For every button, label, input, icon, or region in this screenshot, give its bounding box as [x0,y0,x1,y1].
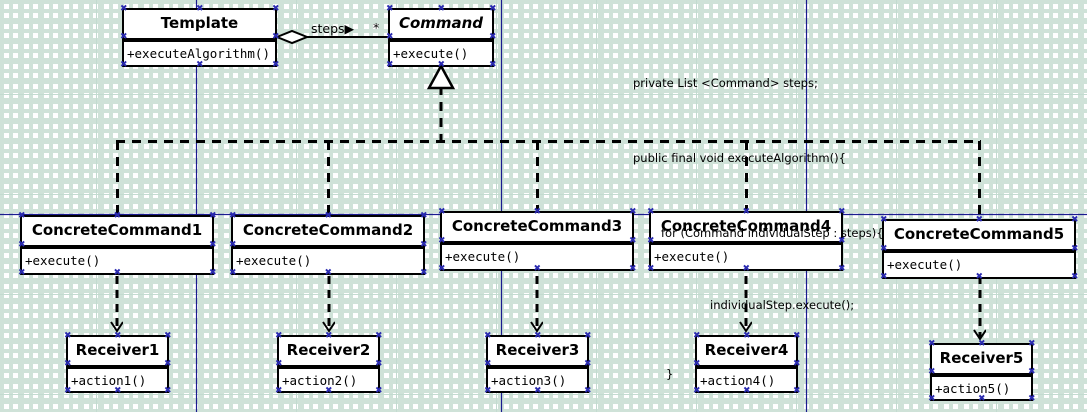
class-name-receiver-1: Receiver1 [75,341,160,359]
class-operation-receiver-5-0: +action5() [935,381,1011,396]
class-box-receiver-5[interactable]: Receiver5 +action5() ✖✖✖ ✖✖ ✖✖✖ [928,340,1036,404]
class-name-concrete-command-2: ConcreteCommand2 [242,221,414,239]
class-operation-receiver-2-0: +action2() [282,373,358,388]
association-multiplicity-label: * [373,20,380,35]
class-operation-command-0: +execute() [393,46,469,61]
class-box-receiver-3[interactable]: Receiver3 +action3() ✖✖✖ ✖✖ ✖✖✖ [484,332,592,396]
class-name-command: Command [398,14,484,32]
class-operation-concrete-command-1-0: +execute() [25,253,101,268]
class-operation-template-0: +executeAlgorithm() [127,46,270,61]
class-box-template[interactable]: Template +executeAlgorithm() ✖✖✖ ✖✖ ✖✖✖ [120,5,280,70]
code-note-line-0: private List <Command> steps; [633,76,818,90]
class-name-receiver-2: Receiver2 [286,341,371,359]
class-box-concrete-command-1[interactable]: ConcreteCommand1 +execute() ✖✖✖ ✖✖ ✖✖✖ [18,212,217,278]
code-note-line-4: } [666,367,674,381]
class-box-concrete-command-2[interactable]: ConcreteCommand2 +execute() ✖✖✖ ✖✖ ✖✖✖ [229,212,428,278]
class-name-receiver-5: Receiver5 [939,349,1024,367]
class-box-command[interactable]: Command +execute() ✖✖✖ ✖✖ ✖✖✖ [386,5,497,70]
class-name-receiver-3: Receiver3 [495,341,580,359]
class-box-receiver-2[interactable]: Receiver2 +action2() ✖✖✖ ✖✖ ✖✖✖ [275,332,383,396]
code-note: private List <Command> steps; public fin… [633,21,884,412]
class-box-receiver-1[interactable]: Receiver1 +action1() ✖✖✖ ✖✖ ✖✖✖ [64,332,172,396]
class-box-concrete-command-3[interactable]: ConcreteCommand3 +execute() ✖✖✖ ✖✖ ✖✖✖ [438,208,637,274]
class-operation-receiver-3-0: +action3() [491,373,567,388]
class-box-concrete-command-5[interactable]: ConcreteCommand5 +execute() ✖✖✖ ✖✖ ✖✖✖ [880,216,1079,282]
inheritance-triangle-icon [426,63,456,90]
class-operation-concrete-command-5-0: +execute() [887,257,963,272]
realization-tree[interactable] [116,86,981,215]
code-note-line-2: for (Command individualStep : steps){ [661,226,884,240]
class-operation-concrete-command-2-0: +execute() [236,253,312,268]
class-name-template: Template [160,14,239,32]
association-role-label: steps▶ [311,21,355,36]
class-name-concrete-command-3: ConcreteCommand3 [451,217,623,235]
class-operation-receiver-1-0: +action1() [71,373,147,388]
code-note-line-3: individualStep.execute(); [710,298,855,312]
code-note-line-1: public final void executeAlgorithm(){ [633,151,846,165]
aggregation-template-command[interactable] [274,29,388,45]
class-name-concrete-command-5: ConcreteCommand5 [893,225,1065,243]
class-operation-concrete-command-3-0: +execute() [445,249,521,264]
class-name-concrete-command-1: ConcreteCommand1 [31,221,203,239]
